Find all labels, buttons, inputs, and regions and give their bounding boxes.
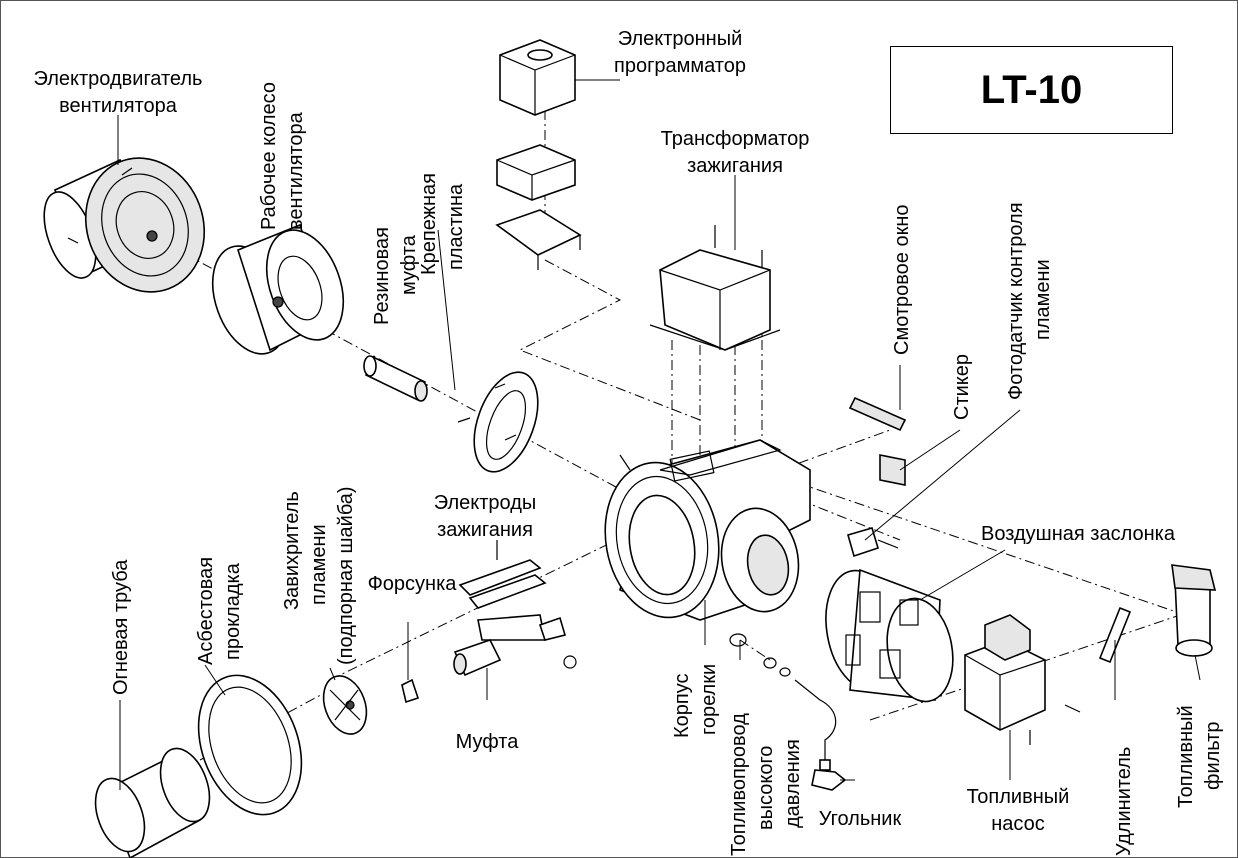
electronic-programmer (499, 39, 576, 116)
horizontal-labels: Электродвигатель вентилятора Электронный… (34, 28, 1176, 835)
label-gasket-line1: Асбестовая (195, 557, 217, 665)
label-swirler-line1: Завихритель (281, 491, 303, 610)
label-nozzle: Форсунка (368, 573, 458, 595)
fan-impeller (211, 223, 345, 355)
flame-photosensor (847, 527, 899, 558)
label-coupling: Муфта (456, 731, 520, 753)
label-elbow: Угольник (819, 808, 902, 830)
label-rubber-coupling-line2: муфта (398, 234, 420, 295)
ignition-transformer (649, 225, 781, 351)
label-swirler-line2: пламени (308, 524, 330, 605)
sight-window (848, 396, 907, 432)
extension-pipe (1098, 606, 1132, 664)
electrode-holder (477, 614, 577, 669)
label-motor-line1: Электродвигатель (34, 68, 203, 90)
fire-tube (94, 747, 211, 858)
leader-lines (117, 79, 1201, 790)
model-title: LT-10 (890, 46, 1173, 134)
label-impeller-line2: вентилятора (285, 111, 307, 230)
label-photosensor-line1: Фотодатчик контроля (1005, 202, 1027, 400)
label-programmer-line1: Электронный (618, 28, 743, 50)
label-transformer-line1: Трансформатор (661, 128, 810, 150)
fuel-pump (964, 614, 1081, 745)
label-swirler-line3: (подпорная шайба) (335, 486, 357, 665)
programmer-socket (495, 144, 582, 270)
vertical-labels: Рабочее колесо вентилятора Резиновая муф… (110, 82, 1224, 856)
label-filter-line1: Топливный (1175, 705, 1197, 808)
burner-body (604, 439, 811, 621)
ignition-electrodes (458, 540, 547, 609)
label-sight-window: Смотровое окно (891, 204, 913, 355)
label-fuel-line-line1: Топливопровод (728, 713, 750, 856)
rubber-coupling (363, 355, 428, 402)
label-electrodes-line2: зажигания (437, 519, 533, 541)
label-air-damper: Воздушная заслонка (981, 523, 1176, 545)
label-rubber-coupling-line1: Резиновая (371, 227, 393, 325)
flame-swirler (322, 675, 368, 735)
label-impeller-line1: Рабочее колесо (258, 82, 280, 230)
label-fire-tube: Огневая труба (110, 559, 132, 695)
label-filter-line2: фильтр (1202, 722, 1224, 790)
asbestos-gasket (197, 674, 303, 816)
label-electrodes-line1: Электроды (434, 492, 537, 514)
label-fuel-line-line2: высокого (755, 746, 777, 830)
label-body-line1: Корпус (671, 673, 693, 738)
label-extension: Удлинитель (1113, 747, 1135, 856)
nozzle-coupling (453, 639, 502, 677)
label-plate-line2: пластина (445, 183, 467, 270)
air-damper (825, 568, 954, 703)
high-pressure-fuel-line (729, 633, 837, 771)
label-pump-line1: Топливный (967, 786, 1070, 808)
sticker (879, 454, 906, 486)
fuel-filter (1171, 564, 1217, 657)
label-transformer-line2: зажигания (687, 155, 783, 177)
nozzle (401, 678, 420, 704)
elbow-fitting (811, 769, 847, 791)
label-sticker: Стикер (951, 354, 973, 420)
label-body-line2: горелки (698, 664, 720, 735)
label-fuel-line-line3: давления (782, 739, 804, 828)
label-programmer-line2: программатор (614, 55, 746, 77)
fan-motor (43, 157, 206, 293)
label-photosensor-line2: пламени (1032, 259, 1054, 340)
label-plate-line1: Крепежная (418, 173, 440, 275)
label-motor-line2: вентилятора (59, 95, 178, 117)
label-gasket-line2: прокладка (222, 562, 244, 660)
label-pump-line2: насос (991, 813, 1045, 835)
mounting-plate (457, 371, 539, 473)
